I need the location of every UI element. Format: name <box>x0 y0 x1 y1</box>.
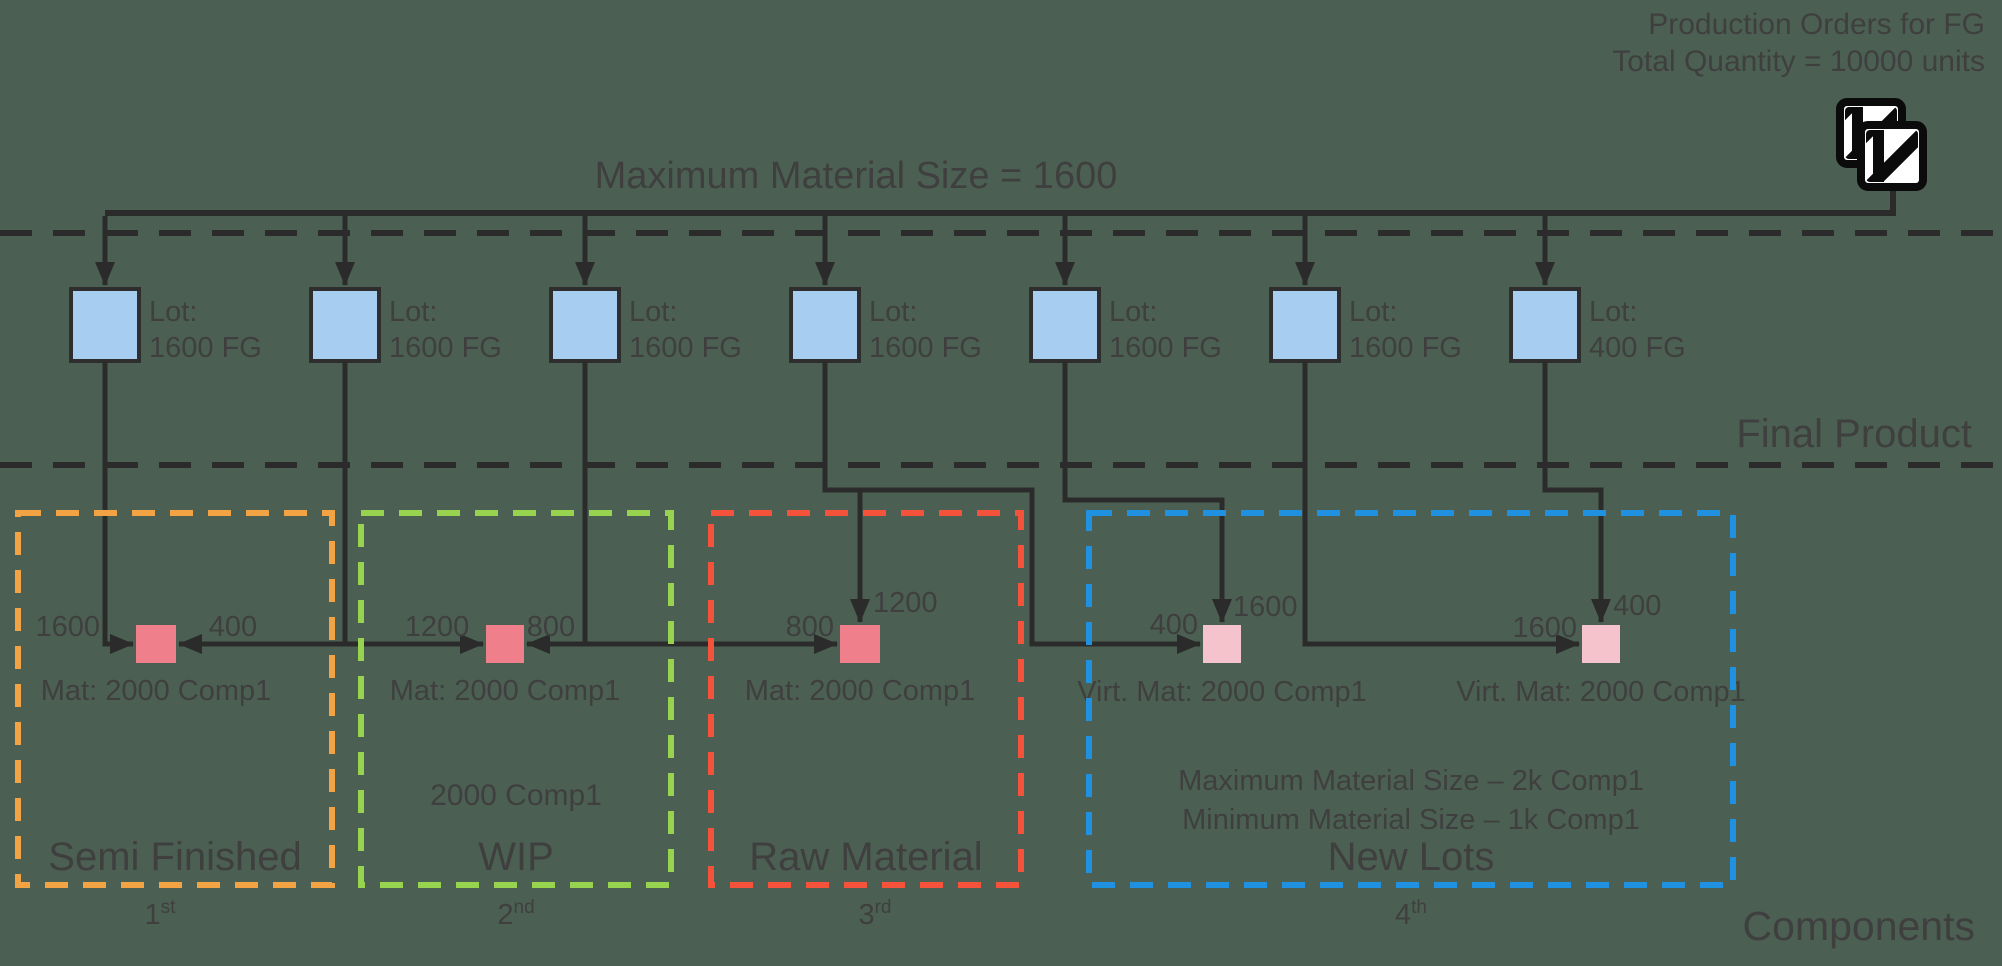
group-name-new-lots: New Lots <box>1328 835 1495 879</box>
lot-label-line2: 1600 FG <box>389 332 502 364</box>
component-box <box>136 625 176 663</box>
max-material-size-title: Maximum Material Size = 1600 <box>595 155 1118 197</box>
group-rect-wip <box>358 510 674 888</box>
lot-box <box>1509 287 1581 363</box>
flow-qty-800-comp3: 800 <box>786 611 834 643</box>
component-label: Virt. Mat: 2000 Comp1 <box>1456 676 1746 708</box>
component-label: Mat: 2000 Comp1 <box>41 675 272 707</box>
lot-label-line2: 1600 FG <box>149 332 262 364</box>
lot-label-line1: Lot: <box>1589 296 1637 328</box>
ordinal-4th: 4th <box>1395 897 1427 931</box>
production-orders-line2: Total Quantity = 10000 units <box>1612 45 1985 78</box>
flow-qty-1600-comp1: 1600 <box>35 611 100 643</box>
component-virtual-2: Virt. Mat: 2000 Comp1 <box>1456 625 1746 708</box>
component-label: Virt. Mat: 2000 Comp1 <box>1077 676 1367 708</box>
ordinal-3rd: 3rd <box>858 897 891 931</box>
flow-lot4-to-comp4 <box>860 487 1201 654</box>
group-note-new-lots-max: Maximum Material Size – 2k Comp1 <box>1178 765 1644 797</box>
lot-box <box>789 287 861 363</box>
lot-4: Lot: 1600 FG <box>789 287 982 364</box>
flow-lot6-to-comp5 <box>1302 361 1580 654</box>
flow-lot4-stem <box>822 361 860 493</box>
lot-label-line2: 1600 FG <box>1349 332 1462 364</box>
component-box <box>1203 625 1241 663</box>
ordinal-number: 1 <box>145 899 161 931</box>
lot-label-line2: 400 FG <box>1589 332 1686 364</box>
component-label: Mat: 2000 Comp1 <box>745 675 976 707</box>
lot-box <box>69 287 141 363</box>
lot-label-line2: 1600 FG <box>869 332 982 364</box>
ordinal-suffix: th <box>1411 897 1427 918</box>
ordinal-number: 3 <box>858 899 874 931</box>
group-name-raw-material: Raw Material <box>749 835 982 879</box>
production-orders-icon <box>1802 92 1967 225</box>
component-box <box>486 625 524 663</box>
group-note-wip: 2000 Comp1 <box>430 779 602 812</box>
lot-box <box>1029 287 1101 363</box>
ordinal-number: 4 <box>1395 899 1411 931</box>
group-name-wip: WIP <box>478 835 554 879</box>
ordinal-suffix: st <box>161 897 177 918</box>
lot-2: Lot: 1600 FG <box>309 287 502 364</box>
ordinal-suffix: rd <box>875 897 892 918</box>
lot-1: Lot: 1600 FG <box>69 287 262 364</box>
flow-qty-1600-comp5: 1600 <box>1512 612 1577 644</box>
lot-label-line1: Lot: <box>1109 296 1157 328</box>
component-label: Mat: 2000 Comp1 <box>390 675 621 707</box>
lot-label-line2: 1600 FG <box>629 332 742 364</box>
distribution-bus-line <box>105 191 1896 216</box>
ordinal-number: 2 <box>497 899 513 931</box>
component-semi-finished: Mat: 2000 Comp1 <box>41 625 272 707</box>
lot-box <box>549 287 621 363</box>
component-box <box>1582 625 1620 663</box>
flow-qty-1600-comp4: 1600 <box>1233 591 1298 623</box>
zone-label-final-product: Final Product <box>1736 412 1972 456</box>
lot-label-line1: Lot: <box>869 296 917 328</box>
flow-qty-400-comp1: 400 <box>209 611 257 643</box>
group-rect-raw-material <box>708 510 1024 888</box>
component-raw-material: Mat: 2000 Comp1 <box>745 625 976 707</box>
group-name-semi-finished: Semi Finished <box>48 835 301 879</box>
lot-label-line1: Lot: <box>629 296 677 328</box>
flow-qty-800-comp2: 800 <box>527 611 575 643</box>
flow-lot7-to-comp5 <box>1542 361 1611 623</box>
lot-5: Lot: 1600 FG <box>1029 287 1222 364</box>
lot-3: Lot: 1600 FG <box>549 287 742 364</box>
flow-qty-400-comp5: 400 <box>1613 590 1661 622</box>
lot-label-line1: Lot: <box>149 296 197 328</box>
ordinal-suffix: nd <box>514 897 535 918</box>
group-note-new-lots-min: Minimum Material Size – 1k Comp1 <box>1182 804 1640 836</box>
component-box <box>840 625 880 663</box>
lot-7: Lot: 400 FG <box>1509 287 1686 364</box>
flow-lot1-to-comp1 <box>102 361 134 654</box>
lot-label-line2: 1600 FG <box>1109 332 1222 364</box>
component-virtual-1: Virt. Mat: 2000 Comp1 <box>1077 625 1367 708</box>
flow-qty-400-comp4: 400 <box>1150 609 1198 641</box>
zone-label-components: Components <box>1743 903 1975 949</box>
flow-lot5-to-comp4 <box>1062 361 1232 623</box>
lot-label-line1: Lot: <box>1349 296 1397 328</box>
group-rect-semi-finished <box>15 510 335 888</box>
lot-box <box>1269 287 1341 363</box>
ordinal-1st: 1st <box>145 897 177 931</box>
lot-label-line1: Lot: <box>389 296 437 328</box>
production-orders-line1: Production Orders for FG <box>1648 8 1985 41</box>
ordinal-2nd: 2nd <box>497 897 534 931</box>
component-wip: Mat: 2000 Comp1 <box>390 625 621 707</box>
group-rect-new-lots <box>1086 510 1736 888</box>
lot-box <box>309 287 381 363</box>
flow-qty-1200-comp2: 1200 <box>405 611 470 643</box>
flow-qty-1200-comp3: 1200 <box>873 587 938 619</box>
lot-6: Lot: 1600 FG <box>1269 287 1462 364</box>
